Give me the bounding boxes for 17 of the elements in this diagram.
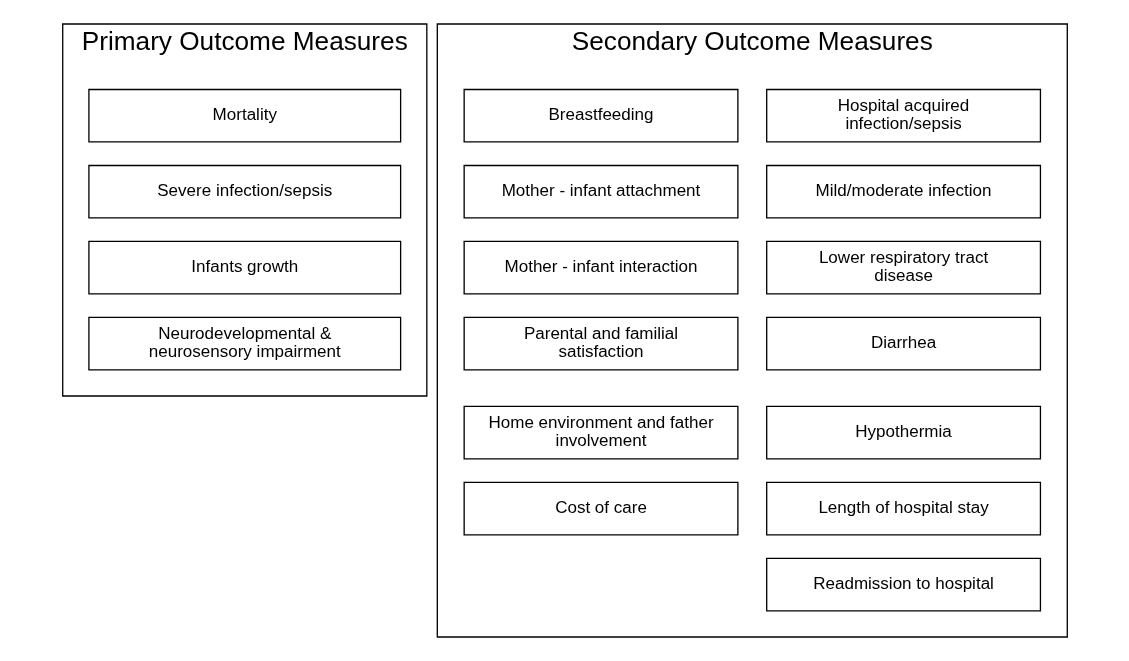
node-box: Cost of care (463, 481, 739, 536)
node-box: Parental and familial satisfaction (463, 316, 739, 371)
node-box: Length of hospital stay (765, 481, 1041, 536)
node-box: Neurodevelopmental & neurosensory impairment (87, 316, 401, 371)
node-box: Breastfeeding (463, 88, 739, 143)
node-box: Lower respiratory tract disease (765, 240, 1041, 295)
node-box: Mother - infant interaction (463, 240, 739, 295)
node-box: Mild/moderate infection (765, 164, 1041, 219)
node-box: Infants growth (87, 240, 401, 295)
node-box: Readmission to hospital (765, 557, 1041, 612)
node-box: Diarrhea (765, 316, 1041, 371)
node-box: Mortality (87, 88, 401, 143)
node-box: Severe infection/sepsis (87, 164, 401, 219)
node-box: Mother - infant attachment (463, 164, 739, 219)
node-box: Hypothermia (765, 405, 1041, 460)
node-box: Hospital acquired infection/sepsis (765, 88, 1041, 143)
node-box: Home environment and father involvement (463, 405, 739, 460)
